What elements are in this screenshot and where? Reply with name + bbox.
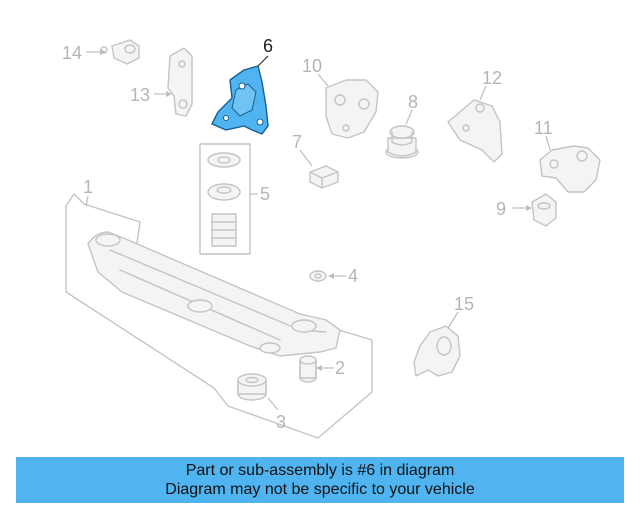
part-8[interactable] xyxy=(385,125,419,159)
part-6-highlighted[interactable] xyxy=(211,65,269,135)
callout-15[interactable]: 15 xyxy=(454,294,474,314)
part-5-group[interactable] xyxy=(199,143,251,255)
arrow-4 xyxy=(328,273,334,279)
leader-7 xyxy=(299,149,313,167)
callout-1[interactable]: 1 xyxy=(83,177,93,197)
arrow-14 xyxy=(100,49,106,55)
leader-11 xyxy=(545,135,551,151)
info-banner: Part or sub-assembly is #6 in diagram Di… xyxy=(16,457,624,503)
arrow-9 xyxy=(526,205,532,211)
part-12[interactable] xyxy=(447,99,503,163)
arrow-13 xyxy=(166,91,172,97)
part-1-subframe[interactable] xyxy=(65,193,373,439)
callout-9[interactable]: 9 xyxy=(496,199,506,219)
leader-1 xyxy=(85,195,89,207)
leader-3 xyxy=(267,397,279,411)
leader-15 xyxy=(447,311,459,329)
arrow-2 xyxy=(316,365,322,371)
leader-10 xyxy=(317,73,329,87)
callout-6[interactable]: 6 xyxy=(263,36,273,56)
parts-diagram: 14 13 6 10 8 12 xyxy=(62,36,601,439)
banner-line-1: Part or sub-assembly is #6 in diagram xyxy=(185,462,455,479)
callout-3[interactable]: 3 xyxy=(276,412,286,432)
part-3[interactable] xyxy=(237,373,267,401)
part-13[interactable] xyxy=(167,47,193,117)
banner-line-2: Diagram may not be specific to your vehi… xyxy=(165,481,475,498)
callout-7[interactable]: 7 xyxy=(292,132,302,152)
callout-11[interactable]: 11 xyxy=(534,118,553,138)
callout-2[interactable]: 2 xyxy=(335,358,345,378)
part-15[interactable] xyxy=(413,325,461,377)
leader-12 xyxy=(479,85,487,101)
callout-14[interactable]: 14 xyxy=(62,43,82,63)
leader-6 xyxy=(257,55,269,67)
leader-8 xyxy=(405,109,413,125)
part-11[interactable] xyxy=(539,145,601,193)
part-9[interactable] xyxy=(531,193,557,227)
callout-4[interactable]: 4 xyxy=(348,266,358,286)
callout-10[interactable]: 10 xyxy=(302,56,322,76)
part-14[interactable] xyxy=(100,39,140,65)
callout-5[interactable]: 5 xyxy=(260,184,270,204)
part-10[interactable] xyxy=(325,79,379,139)
part-2[interactable] xyxy=(299,355,317,383)
callout-13[interactable]: 13 xyxy=(130,85,150,105)
callout-8[interactable]: 8 xyxy=(408,92,418,112)
part-7[interactable] xyxy=(309,165,339,189)
part-4[interactable] xyxy=(309,270,327,282)
callout-12[interactable]: 12 xyxy=(482,68,502,88)
